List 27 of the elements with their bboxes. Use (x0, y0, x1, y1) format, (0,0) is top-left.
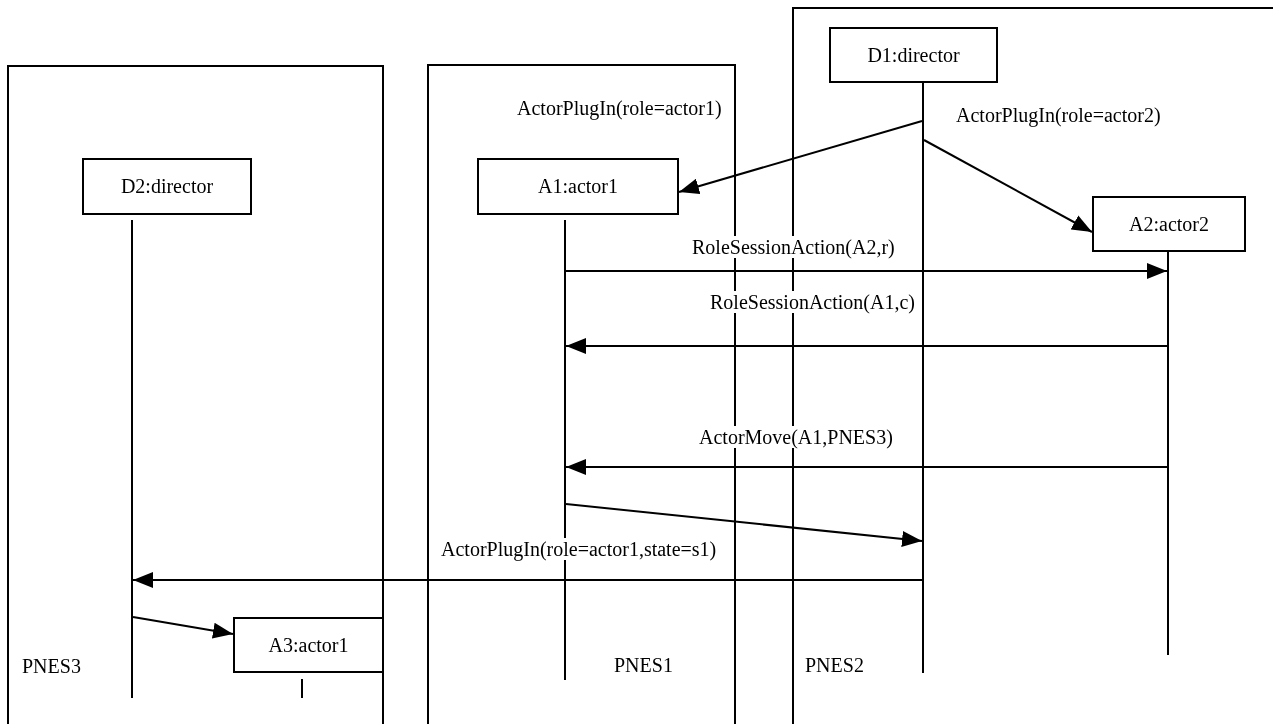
message-arrow (132, 572, 923, 588)
object-box: A3:actor1 (233, 617, 384, 673)
frame-label: PNES3 (22, 655, 81, 678)
edge-label: ActorMove(A1,PNES3) (698, 426, 894, 448)
object-box: A2:actor2 (1092, 196, 1246, 252)
lifeline (1167, 252, 1169, 655)
edge-label: RoleSessionAction(A2,r) (691, 236, 896, 258)
message-arrow (565, 263, 1168, 279)
message-arrow (923, 139, 1093, 233)
edge-label: ActorPlugIn(role=actor2) (955, 104, 1162, 126)
object-box: A1:actor1 (477, 158, 679, 215)
message-arrow (565, 459, 1168, 475)
frame-label: PNES1 (614, 654, 673, 677)
object-box: D2:director (82, 158, 252, 215)
lifeline (564, 220, 566, 680)
lifeline (131, 220, 133, 698)
message-arrow (678, 120, 923, 195)
node-frame (7, 65, 384, 724)
lifeline (922, 83, 924, 673)
frame-label: PNES2 (805, 654, 864, 677)
edge-label: ActorPlugIn(role=actor1,state=s1) (440, 538, 718, 560)
message-arrow (132, 616, 234, 639)
object-box: D1:director (829, 27, 998, 83)
edge-label: ActorPlugIn(role=actor1) (516, 97, 723, 119)
message-arrow (565, 338, 1168, 354)
message-arrow (565, 503, 923, 547)
edge-label: RoleSessionAction(A1,c) (709, 291, 916, 313)
